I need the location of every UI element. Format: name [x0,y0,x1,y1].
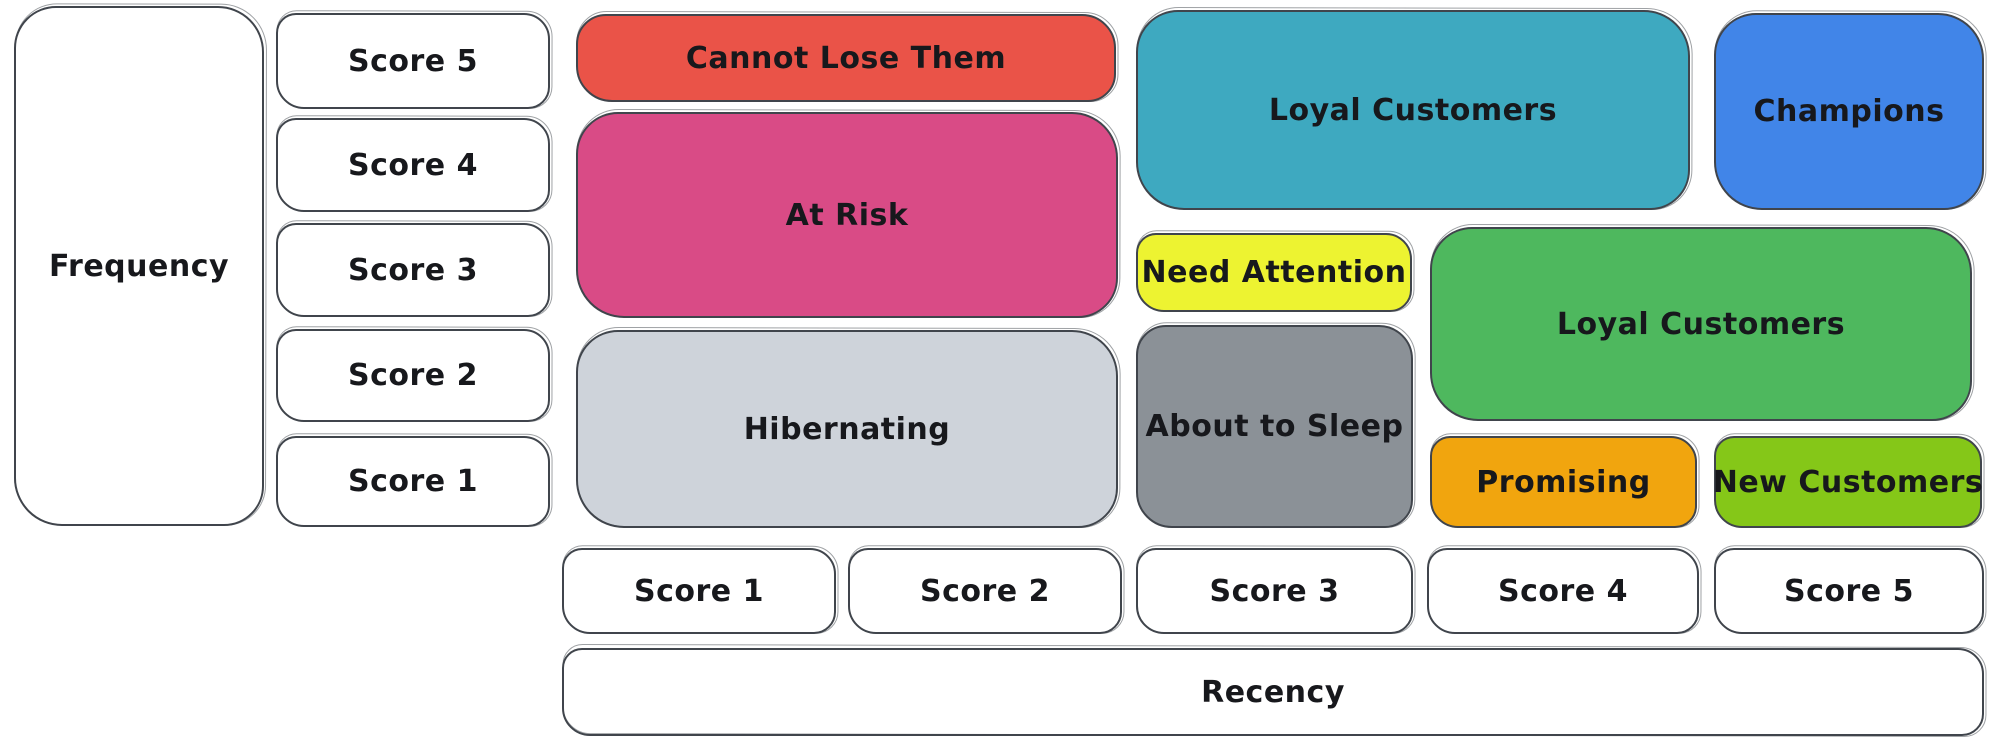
frequency-score-3-box: Score 3 [276,223,550,317]
segment-at-risk: At Risk [576,112,1118,318]
segment-cannot-lose-them-label: Cannot Lose Them [685,40,1007,76]
recency-axis-box: Recency [562,648,1984,736]
frequency-score-5-box: Score 5 [276,13,550,109]
frequency-score-4-box: Score 4 [276,118,550,212]
segment-about-to-sleep: About to Sleep [1136,325,1413,528]
segment-new-customers-label: New Customers [1712,464,1984,500]
segment-hibernating-label: Hibernating [743,411,951,447]
segment-need-attention: Need Attention [1136,233,1412,312]
segment-promising-label: Promising [1476,464,1651,500]
segment-cannot-lose-them: Cannot Lose Them [576,14,1116,102]
frequency-axis-box: Frequency [14,6,264,526]
recency-score-2-box: Score 2 [848,548,1122,634]
segment-loyal-customers-teal-label: Loyal Customers [1268,92,1558,128]
frequency-score-5-label: Score 5 [348,43,478,79]
recency-score-3-label: Score 3 [1209,573,1340,609]
segment-loyal-customers-green-label: Loyal Customers [1556,306,1846,342]
frequency-score-1-box: Score 1 [276,436,550,527]
segment-about-to-sleep-label: About to Sleep [1145,409,1404,444]
recency-axis-label: Recency [1201,674,1345,710]
segment-champions: Champions [1714,13,1984,210]
frequency-score-3-label: Score 3 [348,252,478,288]
segment-promising: Promising [1430,436,1697,528]
recency-score-3-box: Score 3 [1136,548,1413,634]
frequency-score-1-label: Score 1 [348,464,478,499]
recency-score-1-label: Score 1 [634,573,764,609]
segment-loyal-customers-teal: Loyal Customers [1136,10,1690,210]
recency-score-4-box: Score 4 [1427,548,1699,634]
recency-score-5-label: Score 5 [1784,573,1914,609]
recency-score-1-box: Score 1 [562,548,836,634]
segment-need-attention-label: Need Attention [1141,255,1407,290]
segment-loyal-customers-green: Loyal Customers [1430,227,1972,421]
recency-score-4-label: Score 4 [1498,573,1628,609]
segment-hibernating: Hibernating [576,330,1118,528]
frequency-score-2-box: Score 2 [276,329,550,422]
segment-new-customers: New Customers [1713,436,1983,528]
frequency-score-2-label: Score 2 [348,358,478,393]
frequency-axis-label: Frequency [48,248,230,284]
segment-at-risk-label: At Risk [785,197,909,233]
recency-score-2-label: Score 2 [920,573,1050,609]
recency-score-5-box: Score 5 [1714,548,1984,634]
segment-champions-label: Champions [1753,94,1945,129]
frequency-score-4-label: Score 4 [348,147,478,183]
